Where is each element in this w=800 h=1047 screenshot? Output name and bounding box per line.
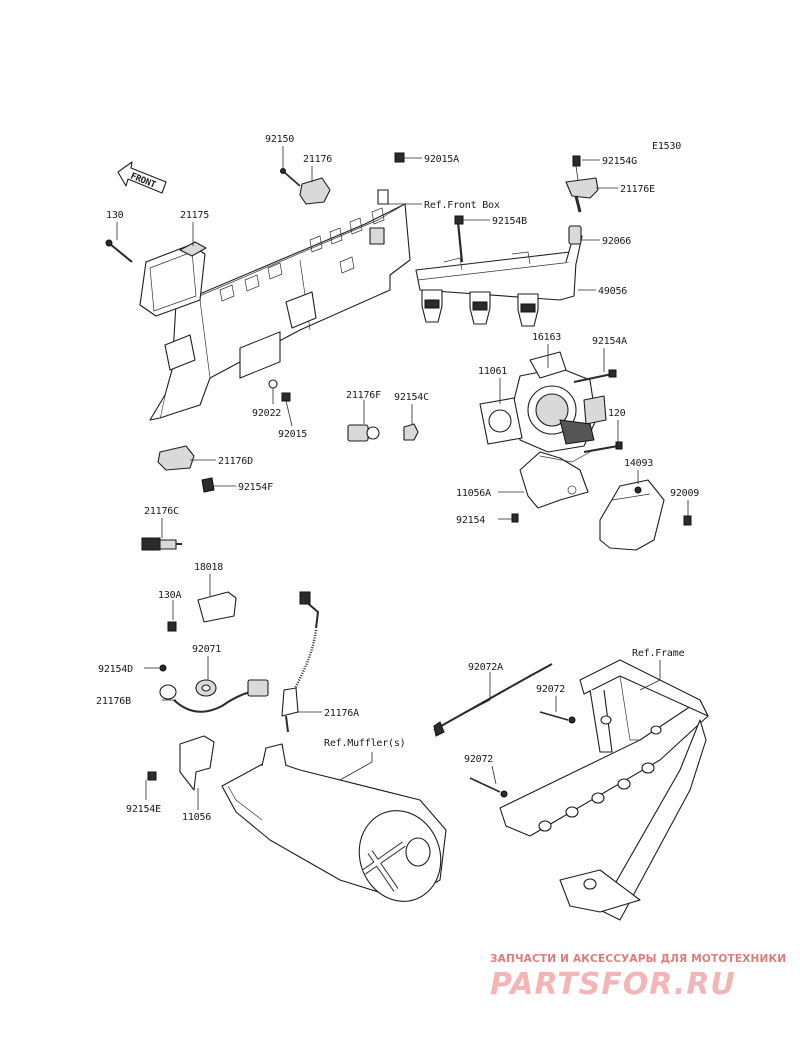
label-92072-top: 92072 — [536, 684, 565, 695]
label-92154: 92154 — [456, 515, 485, 526]
label-92154c: 92154C — [394, 392, 429, 403]
label-21176d: 21176D — [218, 456, 253, 467]
label-92072-bottom: 92072 — [464, 754, 493, 765]
label-92154a: 92154A — [592, 336, 627, 347]
sensor-21176e — [565, 155, 599, 213]
bolt-130 — [105, 239, 133, 263]
oxygen-sensor-21176a — [281, 591, 320, 733]
label-130a: 130A — [158, 590, 181, 601]
front-arrow-icon: FRONT — [117, 161, 167, 194]
label-11056: 11056 — [182, 812, 211, 823]
label-92015: 92015 — [278, 429, 307, 440]
cable-tie-92072 — [469, 711, 576, 798]
label-21176a: 21176A — [324, 708, 359, 719]
label-92015a: 92015A — [424, 154, 459, 165]
label-16163: 16163 — [532, 332, 561, 343]
ref-frame: Ref.Frame — [632, 648, 685, 659]
leader-lines — [116, 146, 689, 810]
throttle-bolts — [511, 369, 692, 526]
label-92022: 92022 — [252, 408, 281, 419]
ref-muffler: Ref.Muffler(s) — [324, 738, 406, 749]
label-92071: 92071 — [192, 644, 221, 655]
label-11061: 11061 — [478, 366, 507, 377]
watermark-subtitle: ЗАПЧАСТИ И АКСЕССУАРЫ ДЛЯ МОТОТЕХНИКИ — [490, 953, 786, 965]
gasket-11061 — [479, 397, 523, 445]
label-92154b: 92154B — [492, 216, 527, 227]
diagram-code: E1530 — [652, 141, 681, 152]
label-18018: 18018 — [194, 562, 223, 573]
nut-92015 — [281, 392, 291, 402]
label-92154d: 92154D — [98, 664, 133, 675]
fuel-rail — [415, 215, 583, 301]
fuel-injectors — [421, 289, 539, 327]
bracket-11056a — [519, 451, 591, 509]
clamp-18018 — [167, 591, 237, 632]
label-92009: 92009 — [670, 488, 699, 499]
front-box-bracket — [149, 189, 411, 421]
washer-92022 — [268, 379, 278, 389]
sensor-21176f — [347, 423, 419, 442]
label-21176f: 21176F — [346, 390, 381, 401]
grommet-92071 — [195, 679, 217, 697]
muffler — [221, 743, 447, 902]
throttle-body — [513, 351, 607, 453]
ref-front-box: Ref.Front Box — [424, 200, 500, 211]
label-21176c: 21176C — [144, 506, 179, 517]
ecu-module — [139, 241, 207, 317]
label-49056: 49056 — [598, 286, 627, 297]
label-21176b: 21176B — [96, 696, 131, 707]
label-21176: 21176 — [303, 154, 332, 165]
nut-92015a — [394, 152, 405, 163]
frame — [499, 659, 709, 921]
cover-14093 — [599, 479, 665, 551]
sensor-21176b — [159, 664, 269, 713]
watermark-brand: PARTSFOR.RU — [490, 967, 736, 1002]
label-92154g: 92154G — [602, 156, 637, 167]
label-92150: 92150 — [265, 134, 294, 145]
label-21175: 21175 — [180, 210, 209, 221]
label-92154e: 92154E — [126, 804, 161, 815]
label-120: 120 — [608, 408, 626, 419]
label-92066: 92066 — [602, 236, 631, 247]
sensor-21176c — [141, 537, 182, 551]
cable-tie-92072a — [433, 663, 553, 737]
watermark-logo: ЗАПЧАСТИ И АКСЕССУАРЫ ДЛЯ МОТОТЕХНИКИ PA… — [490, 953, 786, 1002]
label-21176e: 21176E — [620, 184, 655, 195]
sensor-21176d — [157, 445, 215, 493]
label-14093: 14093 — [624, 458, 653, 469]
sensor-21176 — [280, 168, 331, 205]
bracket-11056 — [147, 735, 215, 791]
label-130: 130 — [106, 210, 124, 221]
label-92154f: 92154F — [238, 482, 273, 493]
label-11056a: 11056A — [456, 488, 491, 499]
label-92072a: 92072A — [468, 662, 503, 673]
